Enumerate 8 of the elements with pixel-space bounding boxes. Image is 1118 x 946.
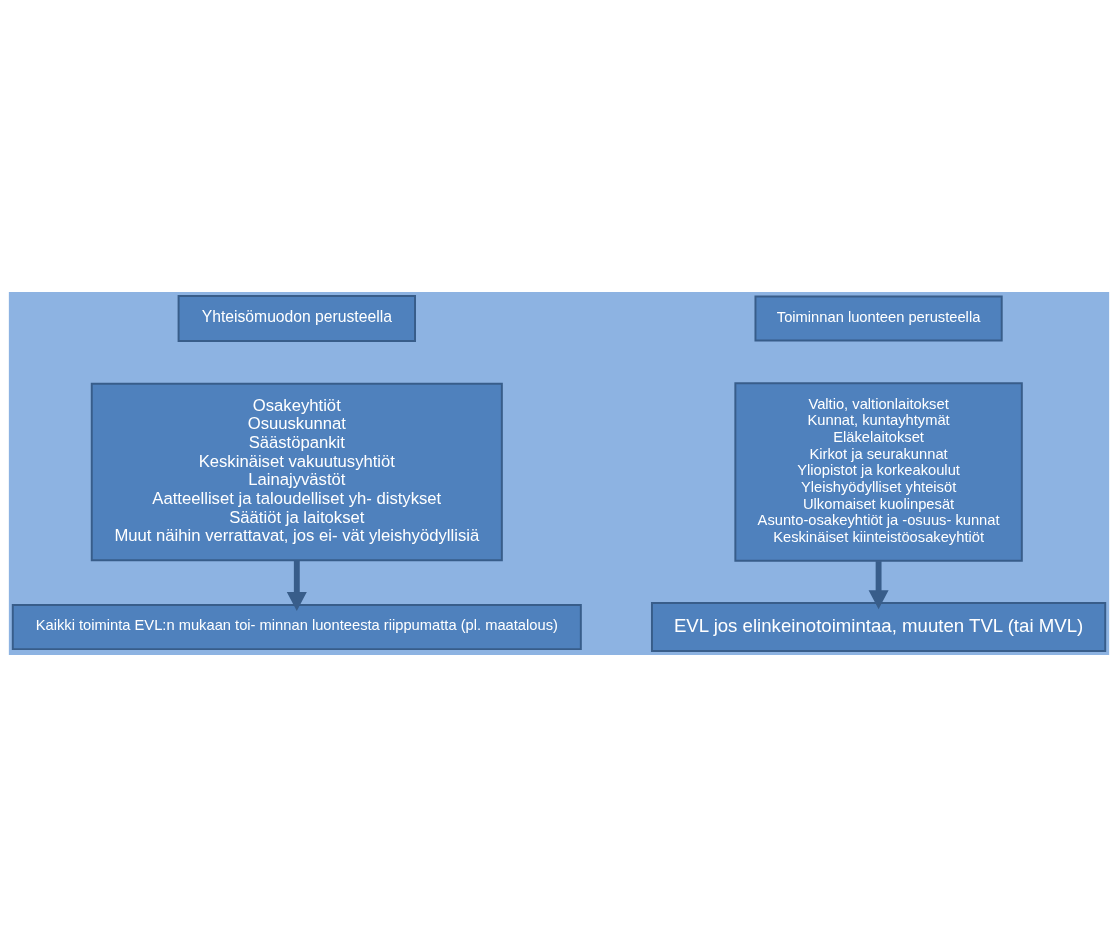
node-box: Yhteisömuodon perusteella: [177, 294, 416, 342]
node-box: Osakeyhtiöt Osuuskunnat Säästöpankit Keskinäiset vakuutusyhtiöt Lainajyvästöt Aatteelliset ja taloudelliset yh- distykset Säätiöt ja laitokset Muut näihin verrattavat, jos ei- vät yleishyödyllisiä: [90, 382, 503, 561]
arrow: [868, 560, 889, 609]
node-box: Valtio, valtionlaitokset Kunnat, kuntayhtymät Eläkelaitokset Kirkot ja seurakunnat Yliopistot ja korkeakoulut Yleishyödylliset yhteisöt Ulkomaiset kuolinpesät Asunto-osakeyhtiöt ja -osuus- kunnat Keskinäiset kiinteistöosakeyhtiöt: [734, 381, 1023, 562]
node-box: Kaikki toiminta EVL:n mukaan toi- minnan luonteesta riippumatta (pl. maatalous): [11, 603, 582, 650]
node-box: EVL jos elinkeinotoimintaa, muuten TVL (tai MVL): [651, 601, 1107, 652]
node-box: Toiminnan luonteen perusteella: [754, 294, 1003, 342]
arrow: [286, 560, 307, 611]
